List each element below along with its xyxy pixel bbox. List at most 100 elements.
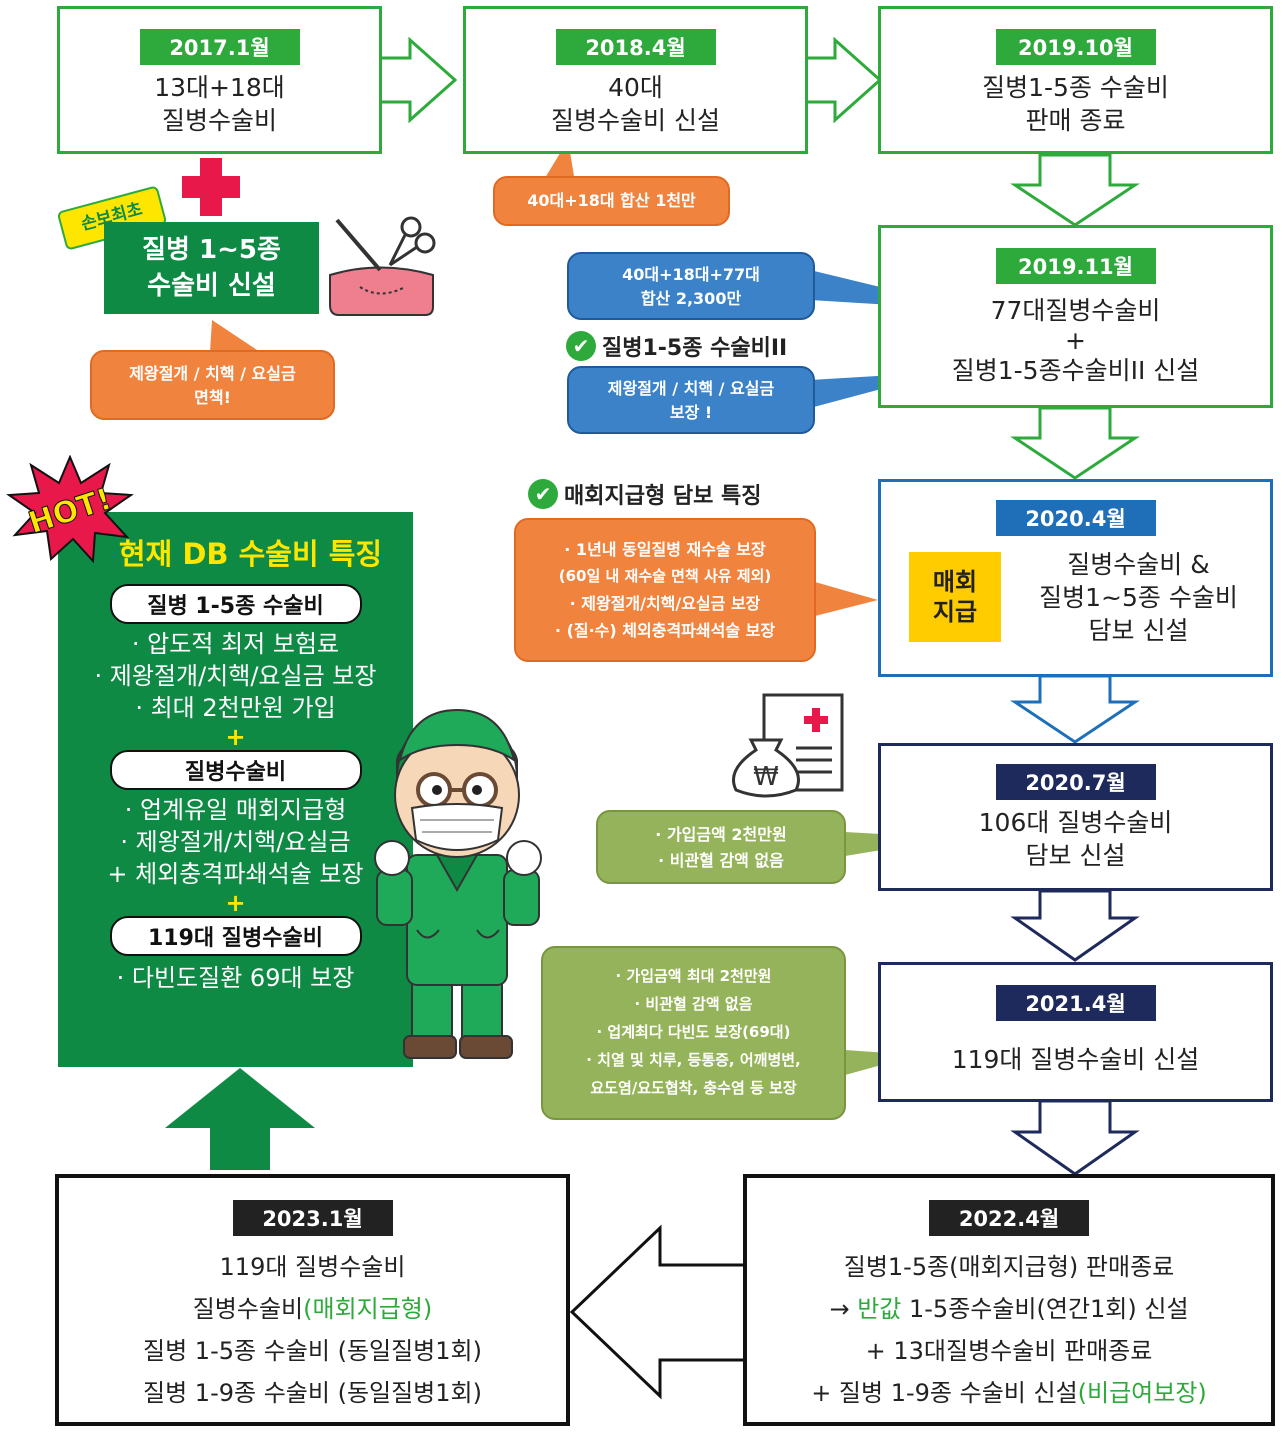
box-line: 106대 질병수술비 bbox=[978, 808, 1173, 837]
timeline-box-2017: 2017.1월 13대+18대 질병수술비 bbox=[57, 6, 382, 154]
box-line: 질병1~5종 수술비 bbox=[1039, 583, 1238, 612]
arrow-down-5 bbox=[1010, 1099, 1140, 1176]
date-tag: 2019.10월 bbox=[995, 29, 1156, 65]
bubble-exclusion: 제왕절개 / 치핵 / 요실금 면책! bbox=[90, 350, 335, 420]
check-heading-text: 질병1-5종 수술비II bbox=[602, 336, 788, 361]
timeline-box-2019-11: 2019.11월 77대질병수술비 + 질병1-5종수술비II 신설 bbox=[878, 225, 1273, 408]
box-line: 담보 신설 bbox=[1088, 616, 1189, 645]
bubble-line: 요도염/요도협착, 충수염 등 보장 bbox=[590, 1079, 797, 1097]
hot-burst-icon: HOT! bbox=[6, 455, 134, 564]
features-title: 현재 DB 수술비 특징 bbox=[118, 537, 383, 571]
check-icon: ✔ bbox=[528, 479, 558, 509]
date-tag: 2019.11월 bbox=[995, 248, 1156, 284]
red-plus-icon bbox=[182, 158, 240, 216]
arrow-up-green bbox=[165, 1068, 315, 1170]
box-line: 질병수술비 & bbox=[1067, 550, 1210, 579]
bubble-line: (60일 내 재수술 면책 사유 제외) bbox=[558, 567, 772, 585]
bubble-2018: 40대+18대 합산 1천만 bbox=[493, 176, 730, 226]
arrow-down-3 bbox=[1010, 674, 1140, 744]
line-text: 질병수술비 bbox=[192, 1295, 304, 1323]
feature-line: · 업계유일 매회지급형 bbox=[124, 796, 347, 824]
bubble-line: · (질·수) 체외충격파쇄석술 보장 bbox=[554, 621, 776, 640]
arrow-down-1 bbox=[1010, 153, 1140, 227]
bubble-line: 제왕절개 / 치핵 / 요실금 bbox=[607, 379, 775, 398]
bubble-line: · 제왕절개/치핵/요실금 보장 bbox=[569, 594, 761, 613]
check-heading-2020: ✔매회지급형 담보 특징 bbox=[528, 478, 761, 510]
timeline-box-2018: 2018.4월 40대 질병수술비 신설 bbox=[463, 6, 808, 154]
arrow-down-2 bbox=[1010, 406, 1140, 480]
check-heading-text: 매회지급형 담보 특징 bbox=[564, 484, 762, 509]
box-line: 119대 질병수술비 bbox=[219, 1253, 406, 1281]
check-icon: ✔ bbox=[566, 331, 596, 361]
box-line: → 반값 1-5종수술비(연간1회) 신설 bbox=[747, 1288, 1271, 1330]
bubble-line: · 업계최다 다빈도 보장(69대) bbox=[596, 1023, 791, 1041]
bubble-2020-7: · 가입금액 2천만원 · 비관혈 감액 없음 bbox=[596, 810, 846, 884]
timeline-box-2023-1: 2023.1월 119대 질병수술비 질병수술비(매회지급형) 질병 1-5종 … bbox=[55, 1174, 570, 1426]
feature-line: + 체외충격파쇄석술 보장 bbox=[107, 860, 364, 888]
feature-line: · 최대 2천만원 가입 bbox=[135, 694, 336, 722]
bubble-line: · 비관혈 감액 없음 bbox=[634, 995, 753, 1013]
box-line: 질병1-5종수술비II 신설 bbox=[951, 356, 1200, 385]
title-line: 질병 1~5종 bbox=[142, 235, 281, 265]
date-tag: 2020.4월 bbox=[995, 500, 1156, 536]
box-line: 담보 신설 bbox=[1025, 841, 1126, 870]
date-tag: 2020.7월 bbox=[995, 764, 1156, 800]
svg-text:₩: ₩ bbox=[753, 762, 779, 792]
bubble-line: · 치열 및 치루, 등통증, 어깨병변, bbox=[586, 1051, 801, 1069]
box-line: 77대질병수술비 bbox=[990, 296, 1161, 325]
line-text: + 질병 1-9종 수술비 신설 bbox=[811, 1379, 1078, 1407]
check-heading-2019: ✔질병1-5종 수술비II bbox=[566, 330, 787, 362]
feature-line: · 제왕절개/치핵/요실금 보장 bbox=[94, 662, 377, 690]
bubble-line: · 가입금액 2천만원 bbox=[655, 825, 787, 844]
timeline-box-2019-10: 2019.10월 질병1-5종 수술비 판매 종료 bbox=[878, 6, 1273, 154]
highlight-text: (매회지급형) bbox=[303, 1295, 433, 1323]
box-line: 질병수술비(매회지급형) bbox=[59, 1288, 566, 1330]
box-line: 질병1-5종 수술비 bbox=[982, 73, 1169, 102]
bubble-2019-sum: 40대+18대+77대 합산 2,300만 bbox=[567, 252, 815, 320]
title-line: 수술비 신설 bbox=[147, 271, 276, 301]
tail-b2020 bbox=[815, 582, 878, 616]
surgery-tools-icon bbox=[329, 216, 436, 316]
plus-sign: + bbox=[225, 723, 246, 751]
bubble-line: 합산 2,300만 bbox=[640, 289, 742, 308]
box-line: 119대 질병수술비 신설 bbox=[951, 1045, 1200, 1074]
box-line: 질병1-5종(매회지급형) 판매종료 bbox=[843, 1253, 1175, 1281]
timeline-box-2022-4: 2022.4월 질병1-5종(매회지급형) 판매종료 → 반값 1-5종수술비(… bbox=[743, 1174, 1275, 1426]
box-line: 40대 bbox=[608, 73, 663, 102]
arrow-down-4 bbox=[1010, 889, 1140, 962]
tail-left bbox=[210, 320, 260, 352]
bubble-line: 40대+18대+77대 bbox=[622, 265, 760, 284]
new-1-5-box: 질병 1~5종 수술비 신설 bbox=[104, 222, 319, 314]
date-tag: 2017.1월 bbox=[139, 29, 300, 65]
doctor-character-icon bbox=[374, 708, 542, 1059]
bubble-line: 보장 ! bbox=[669, 403, 713, 422]
bubble-line: · 비관혈 감액 없음 bbox=[658, 851, 784, 870]
arrow-right-1 bbox=[378, 36, 458, 124]
box-line: 판매 종료 bbox=[1025, 106, 1126, 135]
badge-line: 매회 bbox=[932, 568, 978, 596]
feature-line: · 다빈도질환 69대 보장 bbox=[116, 964, 355, 992]
plus-sign: + bbox=[225, 889, 246, 917]
feature-line: · 압도적 최저 보험료 bbox=[131, 630, 340, 658]
box-line: + 질병 1-9종 수술비 신설(비급여보장) bbox=[747, 1372, 1271, 1414]
feature-pill-119: 119대 질병수술비 bbox=[109, 916, 362, 956]
date-tag: 2018.4월 bbox=[555, 29, 716, 65]
timeline-box-2021-4: 2021.4월 119대 질병수술비 신설 bbox=[878, 962, 1273, 1102]
bubble-text: 40대+18대 합산 1천만 bbox=[527, 191, 696, 210]
bubble-2020-features: · 1년내 동일질병 재수술 보장 (60일 내 재수술 면책 사유 제외) ·… bbox=[514, 518, 816, 662]
date-tag: 2023.1월 bbox=[232, 1200, 393, 1236]
timeline-box-2020-4: 2020.4월 매회 지급 질병수술비 & 질병1~5종 수술비 담보 신설 bbox=[878, 479, 1273, 677]
per-payment-badge: 매회 지급 bbox=[909, 552, 1001, 642]
arrow-text: → bbox=[829, 1295, 858, 1323]
current-db-features-panel: 현재 DB 수술비 특징 질병 1-5종 수술비 · 압도적 최저 보험료 · … bbox=[58, 512, 413, 1067]
box-line: + 13대질병수술비 판매종료 bbox=[865, 1337, 1153, 1365]
box-line: 질병수술비 bbox=[161, 106, 277, 135]
arrow-right-2 bbox=[803, 36, 883, 124]
arrow-left-big bbox=[569, 1224, 747, 1400]
line-text: 1-5종수술비(연간1회) 신설 bbox=[901, 1295, 1189, 1323]
feature-line: · 제왕절개/치핵/요실금 bbox=[120, 828, 351, 856]
box-line: + bbox=[1065, 326, 1086, 355]
bubble-line: · 가입금액 최대 2천만원 bbox=[615, 967, 772, 985]
bubble-line: · 1년내 동일질병 재수술 보장 bbox=[564, 540, 766, 559]
